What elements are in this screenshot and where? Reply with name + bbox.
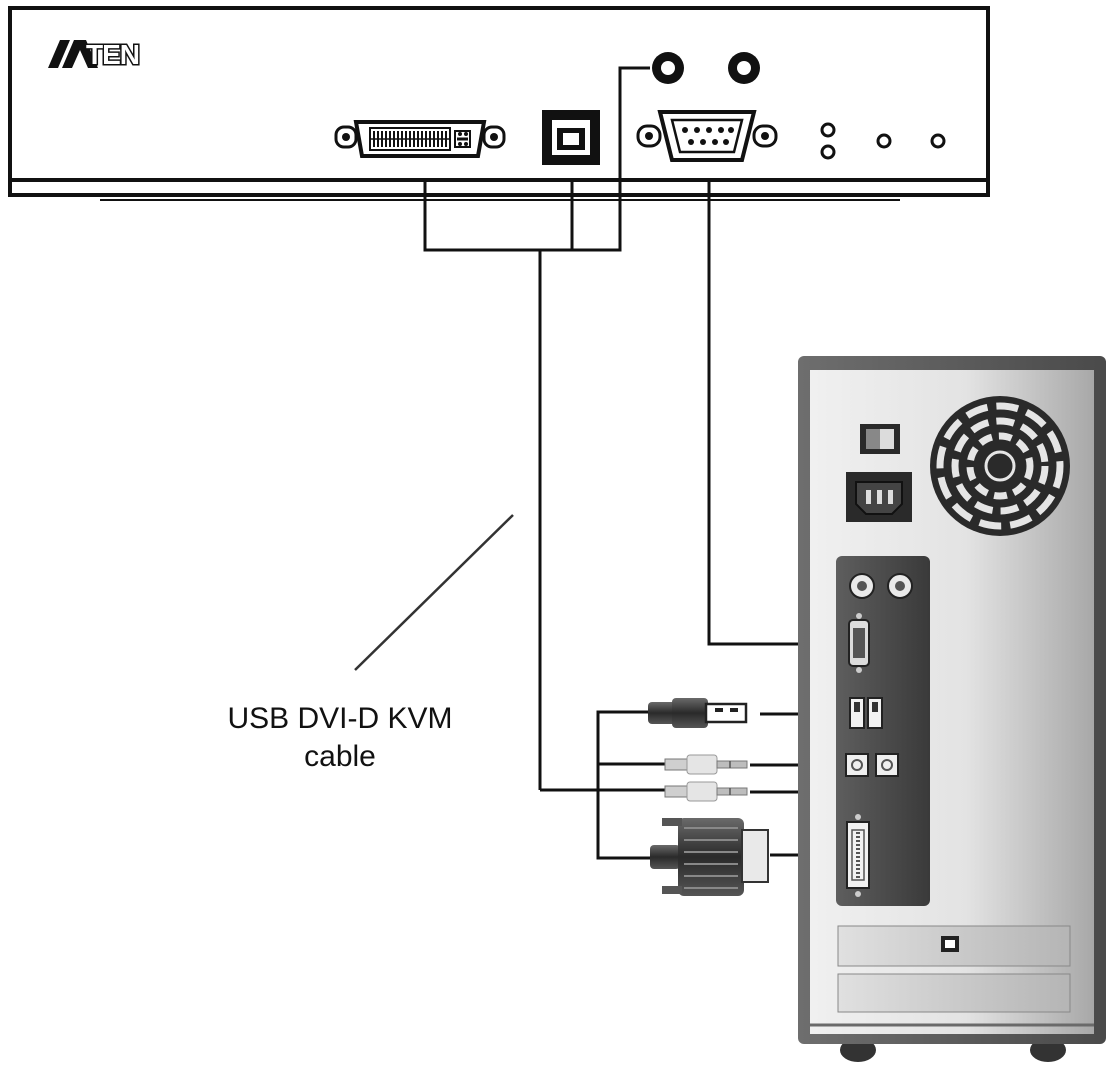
audio-plug-mic — [664, 754, 748, 775]
audio-plug-speaker — [664, 781, 748, 802]
aten-logo: TEN — [48, 38, 142, 72]
cable-label-line-2: cable — [304, 740, 376, 773]
dvi-plug — [650, 818, 769, 896]
usb-a-plug — [648, 698, 748, 728]
cable-label: USB DVI-D KVM cable — [190, 700, 490, 776]
cable-label-line-1: USB DVI-D KVM — [227, 702, 453, 735]
expansion-slot-blank — [837, 973, 1071, 1013]
expansion-slot-network — [837, 925, 1071, 967]
usb-b-port — [542, 110, 600, 165]
cooling-fan — [930, 396, 1070, 536]
serial-port — [636, 110, 778, 162]
power-socket — [846, 472, 912, 522]
status-leds — [820, 122, 946, 160]
dvi-port — [334, 120, 506, 158]
kvm-extender-unit: TEN — [8, 6, 990, 201]
svg-text:TEN: TEN — [86, 39, 139, 70]
power-switch — [860, 424, 900, 454]
io-panel — [836, 556, 930, 906]
pc-tower — [798, 356, 1106, 1062]
audio-jacks — [652, 52, 760, 84]
label-leader-line — [354, 514, 514, 671]
